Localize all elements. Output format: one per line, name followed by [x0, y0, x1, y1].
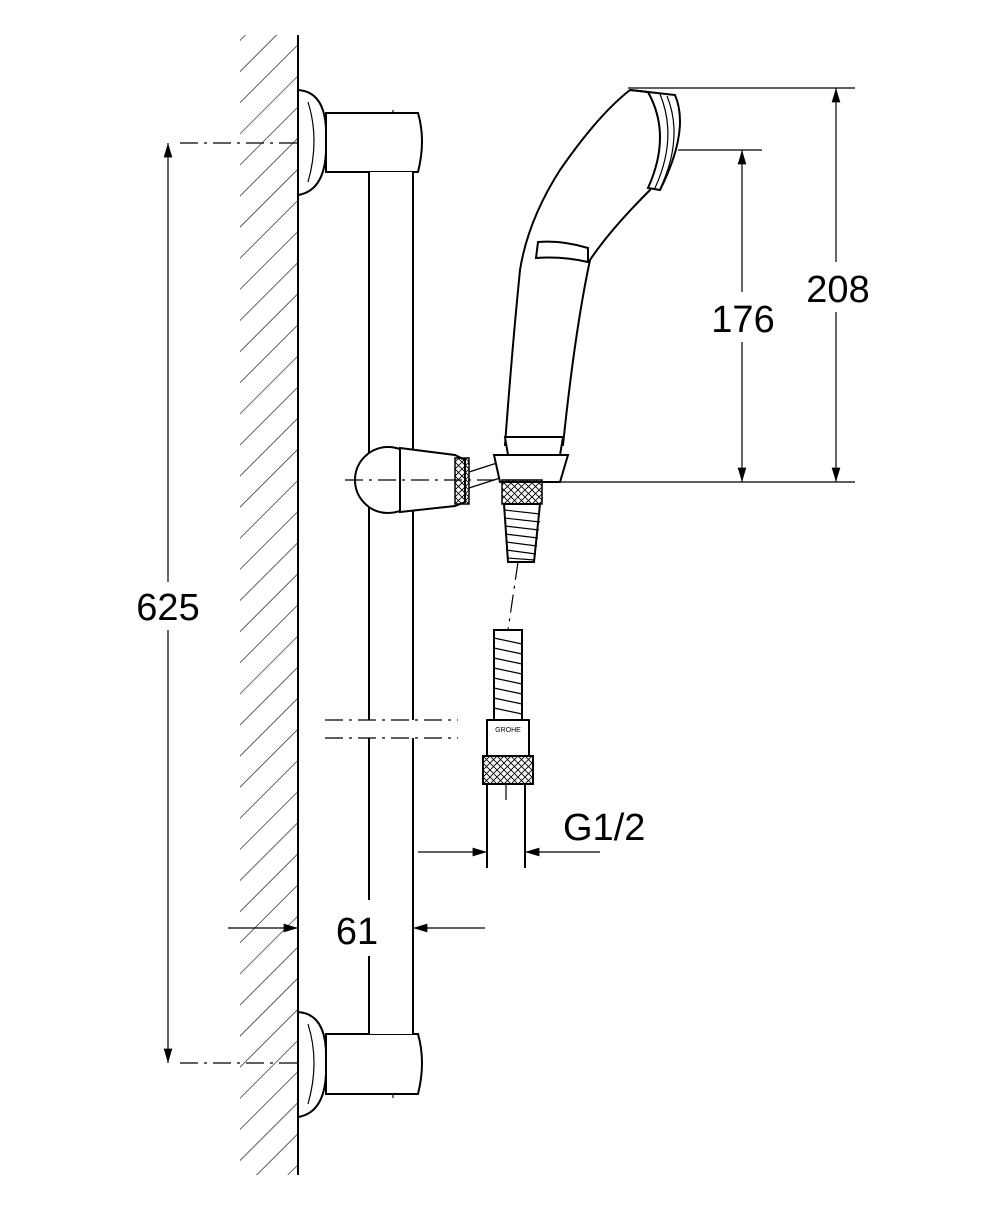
- dimension-625: 625: [120, 143, 215, 1063]
- dimension-label-61: 61: [336, 911, 378, 953]
- hose-spring-upper: [502, 503, 542, 563]
- bottom-wall-bracket: [180, 1010, 423, 1119]
- hand-shower: [492, 88, 681, 563]
- hose-end: GROHE: [482, 561, 534, 868]
- brand-mark: GROHE: [495, 727, 521, 734]
- dimension-label-625: 625: [136, 587, 199, 629]
- slider-holder: [345, 446, 520, 514]
- slide-rail: [325, 172, 458, 1034]
- dimension-label-208: 208: [806, 269, 869, 311]
- dimension-label-176: 176: [711, 299, 774, 341]
- dimension-thread: G1/2: [418, 807, 645, 857]
- dimension-176: 176: [678, 149, 782, 482]
- dimension-label-thread: G1/2: [563, 807, 645, 849]
- top-wall-bracket: [180, 88, 423, 197]
- wall: [240, 35, 299, 1175]
- dimension-208: 208: [545, 87, 878, 483]
- dimension-61: 61: [228, 900, 485, 956]
